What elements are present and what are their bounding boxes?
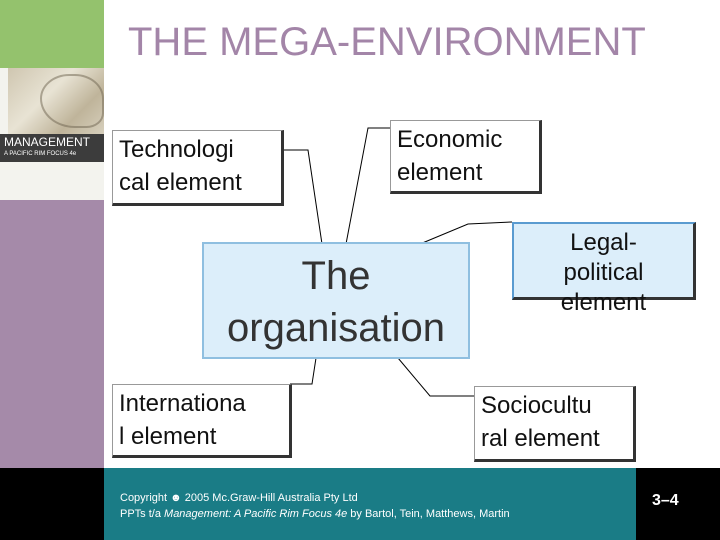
slide-title: THE MEGA-ENVIRONMENT xyxy=(128,20,646,64)
credit-suffix: by Bartol, Tein, Matthews, Martin xyxy=(347,508,510,520)
legal-political-element-box: Legal- political element xyxy=(512,222,696,316)
legal-line-1: Legal- xyxy=(570,229,637,256)
connector-technological xyxy=(282,149,323,245)
economic-element-box: Economic element xyxy=(390,120,542,194)
sidebar-green-block xyxy=(0,0,104,68)
page-number: 3–4 xyxy=(652,492,679,509)
international-line-2: l element xyxy=(119,423,217,450)
sociocultural-line-2: ral element xyxy=(481,425,600,452)
book-title: MANAGEMENT xyxy=(4,135,91,149)
economic-line-2: element xyxy=(397,159,483,186)
credit-prefix: PPTs t/a xyxy=(120,508,165,520)
connector-legal xyxy=(419,221,513,245)
butterfly-wing-pattern xyxy=(40,74,104,128)
copyright-line: Copyright ☻ 2005 Mc.Graw-Hill Australia … xyxy=(120,492,358,504)
international-line-1: Internationa xyxy=(119,390,246,417)
technological-line-2: cal element xyxy=(119,169,242,196)
organisation-line-2: organisation xyxy=(227,306,445,350)
book-cover-image: MANAGEMENT A PACIFIC RIM FOCUS 4e xyxy=(0,68,104,200)
legal-line-2: political xyxy=(563,259,644,286)
connector-sociocultural xyxy=(397,357,476,397)
organisation-line-1: The xyxy=(301,254,371,298)
footer-teal-panel xyxy=(104,468,636,540)
book-subtitle: A PACIFIC RIM FOCUS 4e xyxy=(4,151,77,157)
sociocultural-element-box: Sociocultu ral element xyxy=(474,386,636,462)
credit-line: PPTs t/a Management: A Pacific Rim Focus… xyxy=(120,506,510,522)
organisation-box: The organisation xyxy=(202,242,470,359)
connector-economic xyxy=(345,127,392,245)
technological-line-1: Technologi xyxy=(119,136,234,163)
economic-line-1: Economic xyxy=(397,126,503,153)
international-element-box: Internationa l element xyxy=(112,384,292,458)
connector-international xyxy=(290,357,317,385)
credit-book: Management: A Pacific Rim Focus 4e xyxy=(164,508,348,520)
footer-copyright: Copyright ☻ 2005 Mc.Graw-Hill Australia … xyxy=(120,490,510,522)
book-brand: MANAGEMENT A PACIFIC RIM FOCUS 4e xyxy=(0,134,104,162)
legal-line-3: element xyxy=(560,289,647,316)
technological-element-box: Technologi cal element xyxy=(112,130,284,206)
sociocultural-line-1: Sociocultu xyxy=(481,392,592,419)
